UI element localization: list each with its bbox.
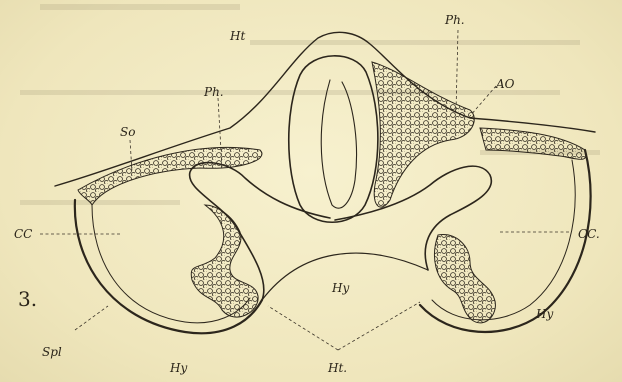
- label-spl: Spl: [42, 345, 62, 359]
- heart-lumen: [321, 80, 356, 208]
- label-ht-top: Ht: [229, 29, 245, 43]
- label-ao: AO: [495, 77, 515, 91]
- somatopleure-left-band: [78, 147, 262, 205]
- label-cc-left: CC: [14, 227, 32, 241]
- left-heart-fold: [191, 205, 258, 317]
- label-cc-right: CC.: [578, 227, 600, 241]
- label-hy-right: Hy: [535, 307, 553, 321]
- figure-number: 3.: [18, 287, 37, 311]
- ectoderm-outline: [55, 32, 595, 186]
- dorsal-cell-mass: [372, 62, 474, 207]
- label-hy-center: Hy: [331, 281, 349, 295]
- label-ph-left: Ph.: [203, 85, 224, 99]
- heart-outer-wall: [289, 56, 378, 222]
- label-ph-top: Ph.: [444, 13, 465, 27]
- label-hy-bottom: Hy: [169, 361, 187, 375]
- label-ht-bottom: Ht.: [327, 361, 347, 375]
- label-so: So: [120, 125, 135, 139]
